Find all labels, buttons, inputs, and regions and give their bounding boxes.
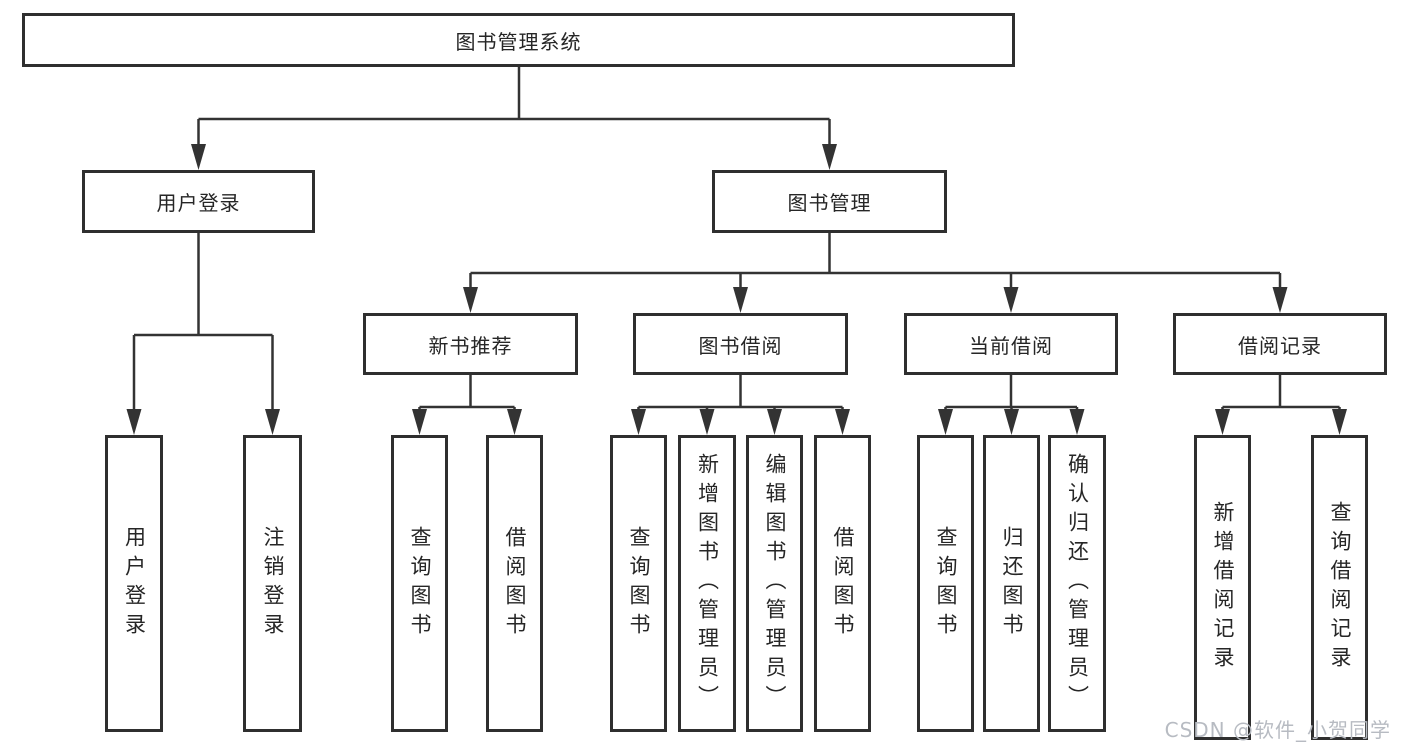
node-query-borrow-record: 查询借阅记录 — [1311, 435, 1368, 740]
node-query-books-recommend: 查询图书 — [391, 435, 448, 732]
node-borrow-records: 借阅记录 — [1173, 313, 1387, 375]
node-root-system: 图书管理系统 — [22, 13, 1015, 67]
node-book-management: 图书管理 — [712, 170, 947, 233]
node-query-books-borrow: 查询图书 — [610, 435, 667, 732]
node-new-book-recommend: 新书推荐 — [363, 313, 578, 375]
node-current-borrow: 当前借阅 — [904, 313, 1118, 375]
node-book-borrow: 图书借阅 — [633, 313, 848, 375]
csdn-watermark: CSDN @软件_小贺同学 — [1164, 718, 1391, 742]
node-add-books-admin: 新增图书（管理员） — [678, 435, 736, 732]
node-user-login: 用户登录 — [82, 170, 315, 233]
node-query-books-current: 查询图书 — [917, 435, 974, 732]
node-add-borrow-record: 新增借阅记录 — [1194, 435, 1251, 740]
node-confirm-return-admin: 确认归还（管理员） — [1048, 435, 1106, 732]
node-borrow-books-recommend: 借阅图书 — [486, 435, 543, 732]
node-return-books: 归还图书 — [983, 435, 1040, 732]
node-edit-books-admin: 编辑图书（管理员） — [746, 435, 803, 732]
node-user-login-action: 用户登录 — [105, 435, 163, 732]
node-logout-action: 注销登录 — [243, 435, 302, 732]
node-borrow-books-action: 借阅图书 — [814, 435, 871, 732]
